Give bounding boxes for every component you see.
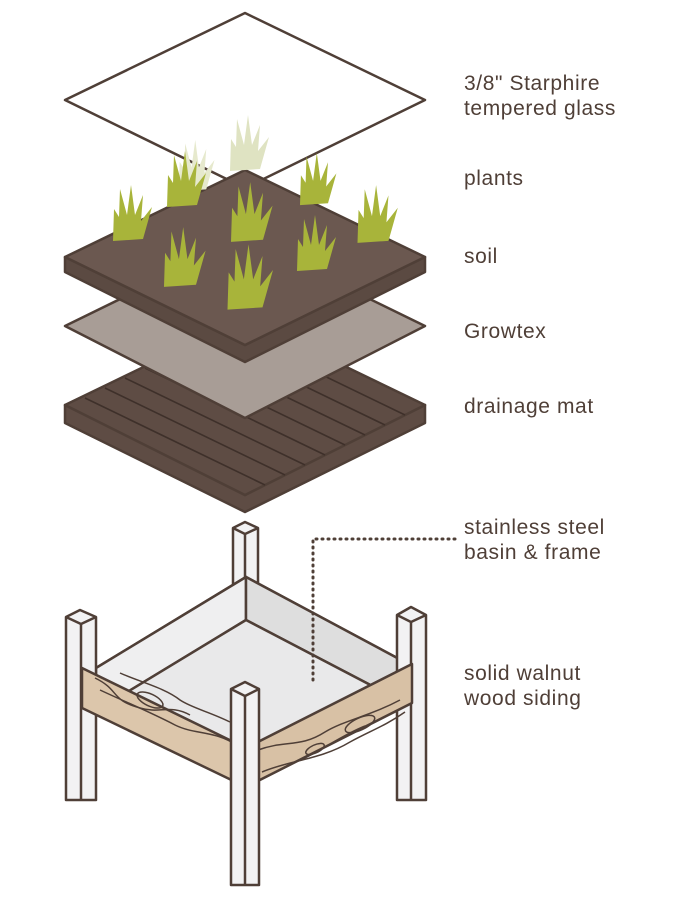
label-plants: plants: [464, 166, 524, 191]
label-basin: stainless steel basin & frame: [464, 515, 605, 565]
label-siding-line2: wood siding: [464, 687, 582, 710]
label-soil: soil: [464, 244, 498, 269]
label-glass-line2: tempered glass: [464, 97, 616, 120]
walnut-siding: [80, 662, 414, 789]
label-basin-line2: basin & frame: [464, 541, 602, 564]
label-glass-line1: 3/8" Starphire: [464, 72, 601, 95]
label-soil-text: soil: [464, 245, 498, 268]
label-growtex: Growtex: [464, 319, 546, 344]
label-plants-text: plants: [464, 167, 524, 190]
basin-leader-line: [311, 537, 457, 682]
label-growtex-text: Growtex: [464, 320, 547, 343]
label-glass: 3/8" Starphire tempered glass: [464, 71, 616, 121]
plant-icon: [300, 152, 337, 206]
frame-post-front: [229, 680, 261, 887]
label-drainage-text: drainage mat: [464, 395, 594, 418]
label-drainage: drainage mat: [464, 394, 594, 419]
label-siding: solid walnut wood siding: [464, 661, 582, 711]
plant-icon: [357, 185, 398, 243]
label-basin-line1: stainless steel: [464, 516, 605, 539]
label-siding-line1: solid walnut: [464, 662, 581, 685]
